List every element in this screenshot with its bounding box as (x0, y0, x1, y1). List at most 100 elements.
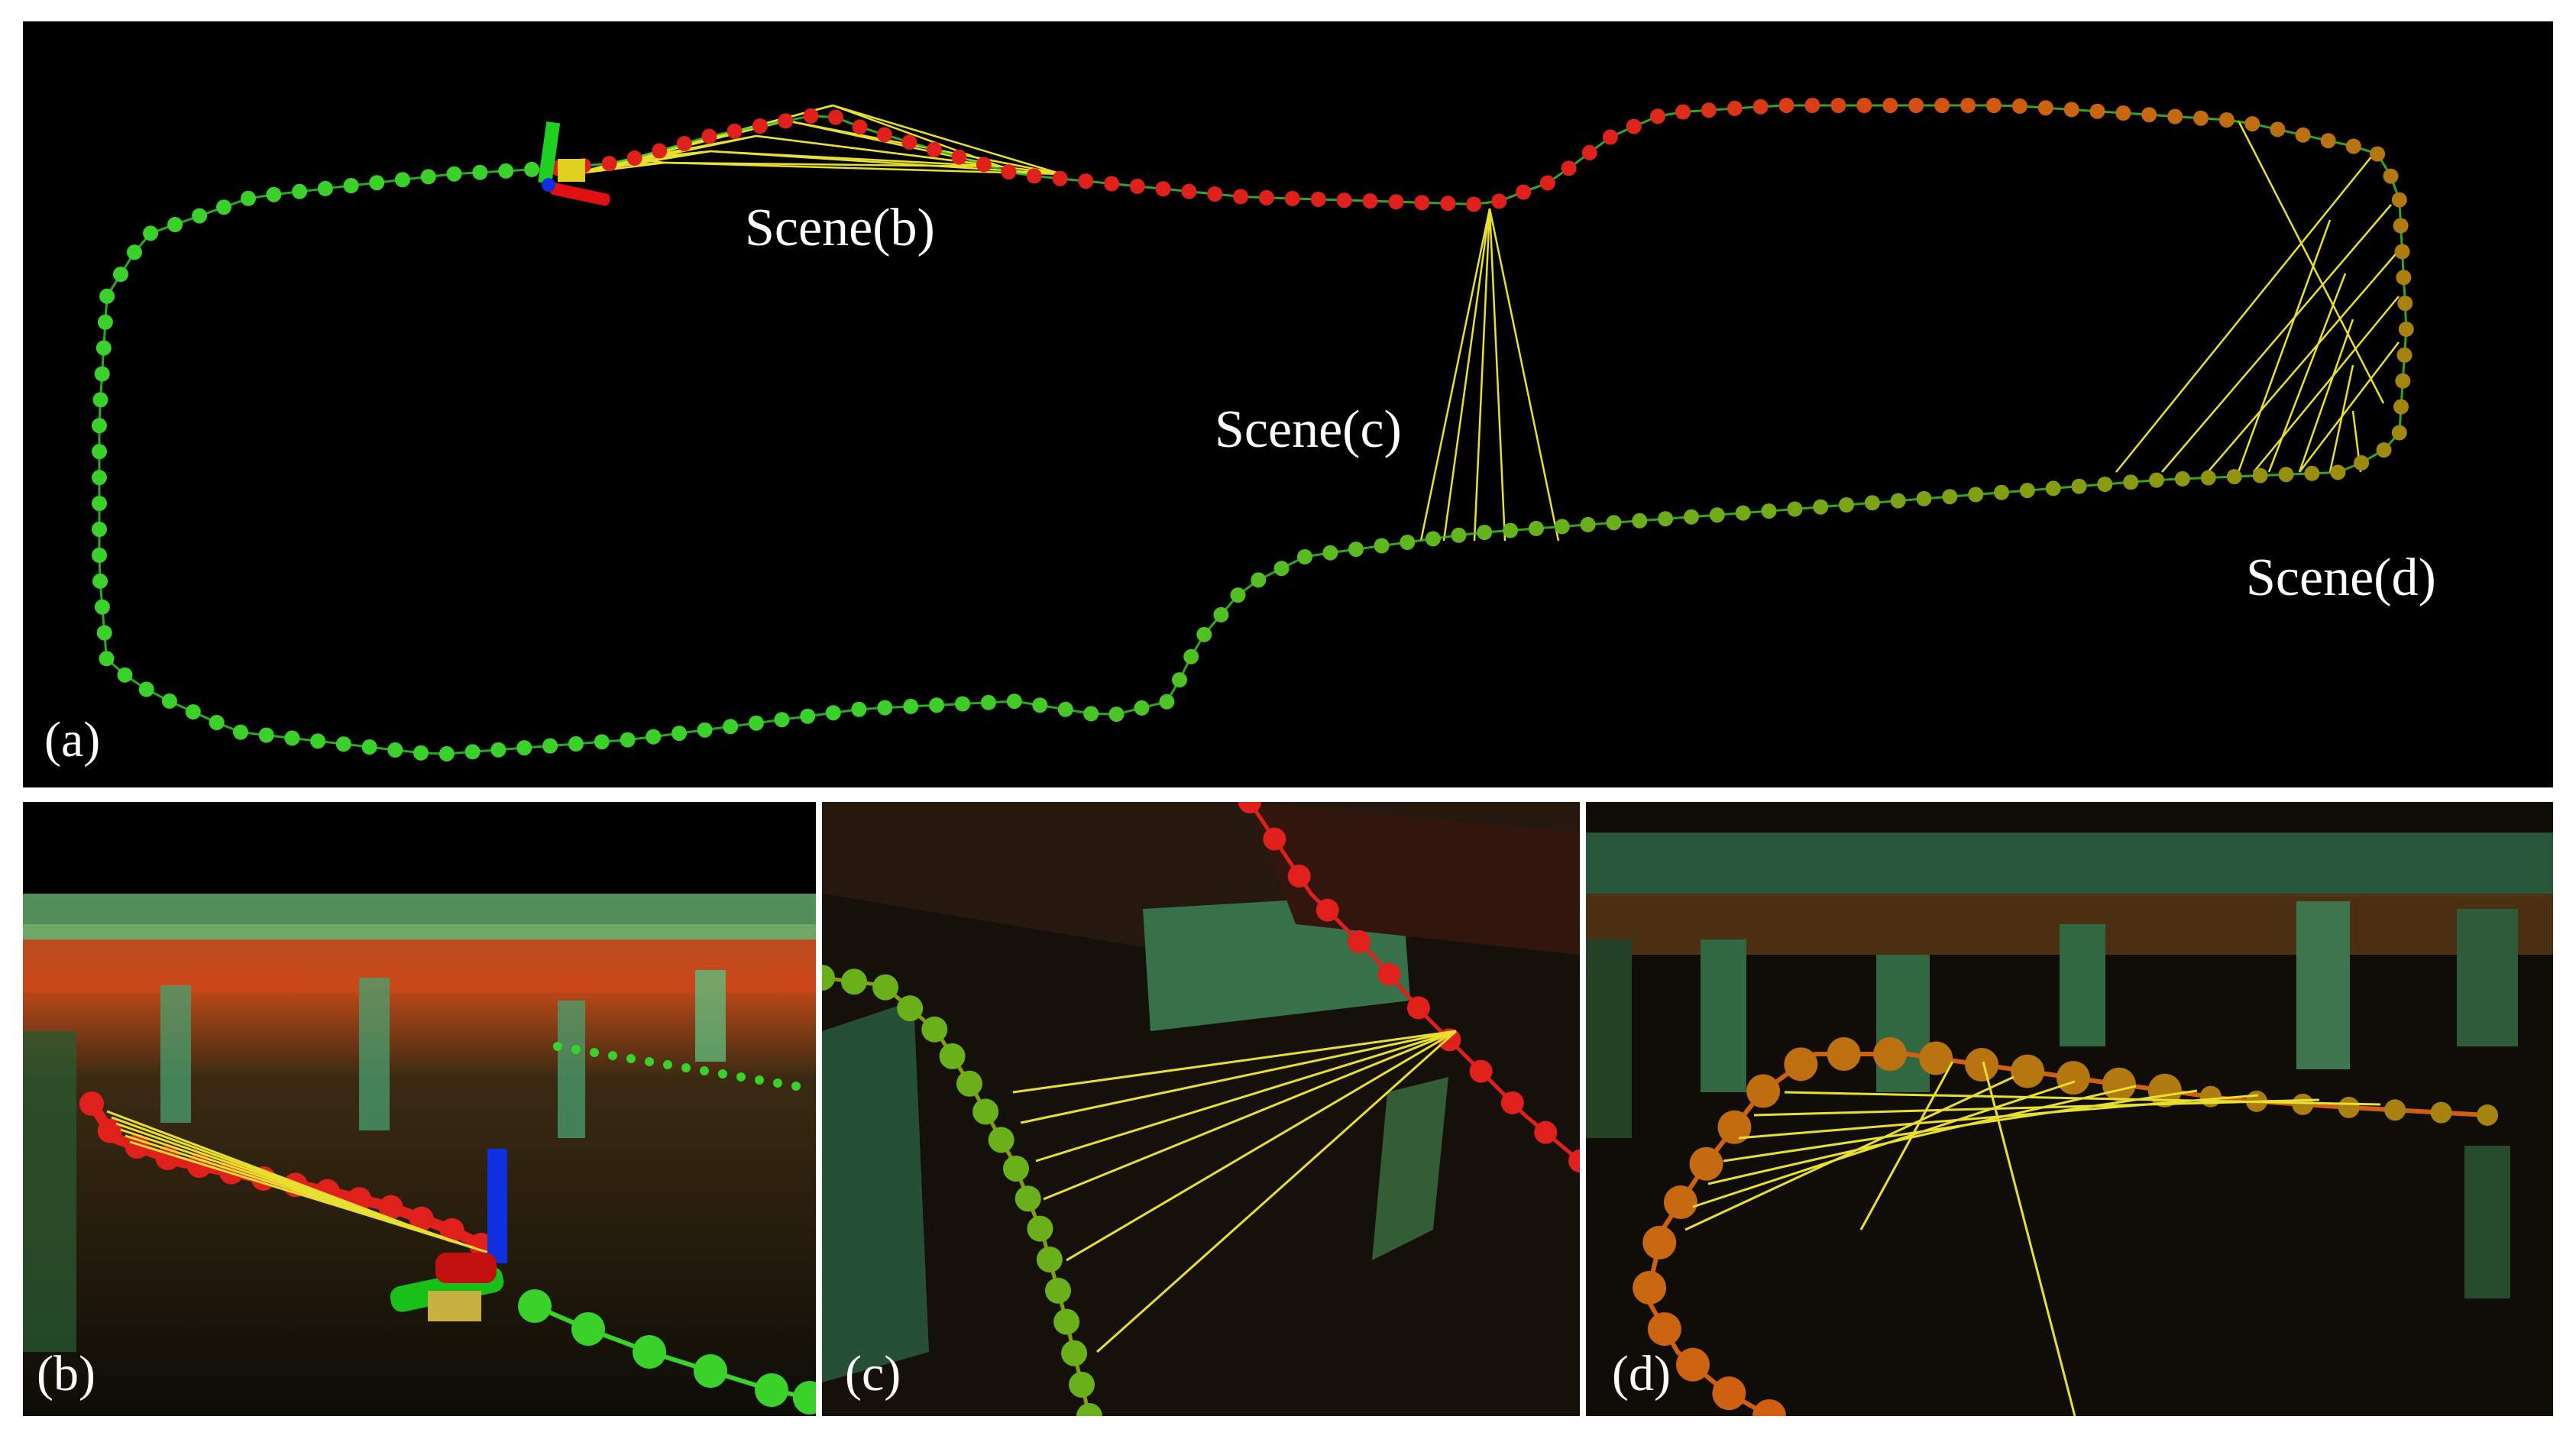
keyframe-node (1675, 104, 1691, 120)
keyframe-node (2011, 98, 2027, 114)
keyframe-node (99, 651, 115, 667)
keyframe-node (209, 715, 225, 730)
keyframe-node (1129, 178, 1145, 194)
keyframe-node (2115, 105, 2131, 121)
keyframe-node (2141, 107, 2157, 123)
keyframe-node (626, 1054, 636, 1063)
keyframe-node (1658, 511, 1674, 527)
keyframe-node (1287, 865, 1311, 888)
keyframe-node (955, 696, 970, 712)
keyframe-node (2338, 1096, 2360, 1118)
keyframe-node (1032, 697, 1048, 713)
keyframe-node (1425, 531, 1441, 547)
keyframe-node (1440, 196, 1456, 212)
trajectory-overview (92, 98, 2414, 762)
point-cloud-scene-c (822, 802, 1580, 1416)
keyframe-node (2292, 1093, 2314, 1115)
keyframe-node (1057, 701, 1073, 717)
keyframe-node (1374, 538, 1390, 554)
keyframe-node (903, 698, 919, 714)
keyframe-node (369, 175, 385, 191)
keyframe-node (284, 730, 300, 746)
keyframe-node (1994, 484, 2009, 500)
point-cloud-scene-d (1586, 802, 2553, 1416)
keyframe-node (652, 143, 668, 159)
keyframe-node (1804, 98, 1820, 113)
keyframe-node (2200, 470, 2216, 486)
keyframe-node (1284, 190, 1300, 206)
loop-closure-line (2253, 296, 2400, 473)
keyframe-node (99, 288, 115, 304)
keyframe-node (1839, 497, 1854, 513)
keyframe-node (464, 744, 481, 760)
keyframe-node (1882, 98, 1898, 113)
keyframe-node (1626, 118, 1642, 134)
loop-closure-line (1982, 1061, 2076, 1416)
keyframe-node (1362, 193, 1378, 209)
panel-b: (b) (23, 802, 816, 1416)
keyframe-node (2037, 100, 2053, 116)
keyframe-node (1701, 102, 1717, 118)
keyframe-node (490, 742, 506, 758)
keyframe-node (1273, 561, 1290, 577)
loop-closure-line (1473, 208, 1491, 542)
keyframe-node (1348, 542, 1364, 558)
keyframe-node (1181, 183, 1197, 199)
loop-closure-line (2161, 204, 2392, 473)
keyframe-node (2354, 455, 2370, 471)
loop-closure-lines (572, 104, 2400, 542)
keyframe-node (1053, 1308, 1080, 1335)
keyframe-node (1856, 98, 1872, 113)
keyframe-node (2345, 138, 2361, 154)
keyframe-node (1534, 1120, 1558, 1144)
panel-d-tag: (d) (1612, 1346, 1671, 1402)
keyframe-node (718, 1069, 727, 1078)
loop-closure-line (129, 1140, 490, 1254)
keyframe-node (1388, 194, 1404, 210)
keyframe-node (439, 745, 455, 762)
keyframe-node (571, 1312, 605, 1346)
keyframe-node (980, 694, 996, 710)
keyframe-node (92, 496, 107, 512)
keyframe-node (1336, 192, 1352, 209)
keyframe-node (1684, 509, 1699, 525)
keyframe-node (161, 693, 177, 709)
keyframe-node (1919, 1041, 1953, 1075)
keyframe-node (138, 681, 154, 697)
keyframe-node (1414, 195, 1430, 211)
loop-closure-line (1859, 1061, 1954, 1230)
keyframe-node (2270, 121, 2286, 137)
keyframe-node (822, 965, 835, 991)
keyframe-node (233, 724, 248, 740)
loop-closure-line (1488, 208, 1560, 542)
keyframe-node (2218, 112, 2235, 128)
keyframe-node (266, 186, 282, 202)
keyframe-node (800, 708, 816, 724)
keyframe-node (516, 740, 532, 756)
keyframe-node (1689, 1146, 1723, 1181)
trajectory-c (822, 802, 1580, 1416)
keyframe-node (2167, 108, 2183, 124)
keyframe-node (413, 745, 429, 761)
keyframe-node (921, 1016, 948, 1043)
keyframe-node (446, 166, 462, 182)
keyframe-node (1183, 648, 1199, 665)
keyframe-node (2123, 474, 2139, 490)
keyframe-node (1516, 184, 1532, 200)
keyframe-node (1602, 129, 1618, 145)
keyframe-node (676, 136, 692, 151)
loop-closure-line (2207, 250, 2400, 473)
keyframe-node (2045, 480, 2061, 496)
keyframe-node (2304, 465, 2320, 481)
keyframe-node (92, 573, 108, 589)
keyframe-node (2397, 296, 2413, 312)
scene-b-label: Scene(b) (745, 199, 935, 257)
point-cloud-scene-b (23, 802, 816, 1416)
scene-d-label: Scene(d) (2246, 548, 2436, 607)
keyframe-node (926, 141, 942, 157)
keyframe-node (186, 1153, 212, 1179)
keyframe-node (1827, 1037, 1861, 1071)
keyframe-node (755, 1075, 764, 1085)
keyframe-node (2391, 425, 2407, 441)
keyframe-node (601, 156, 617, 172)
